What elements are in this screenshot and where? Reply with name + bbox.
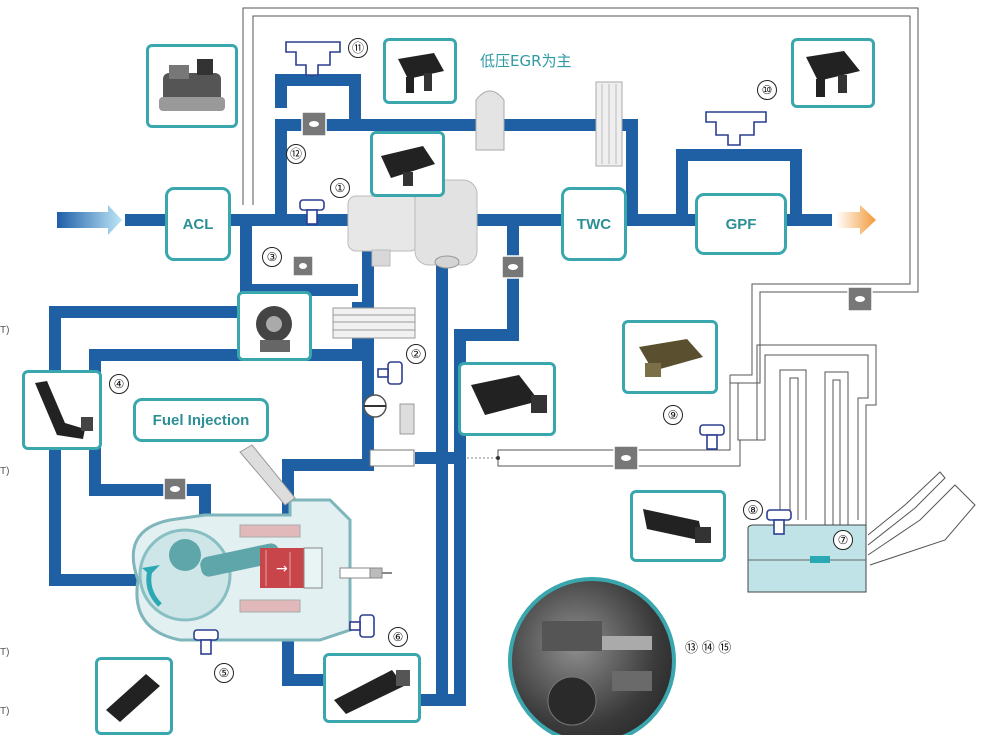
svg-text:→: → xyxy=(276,561,288,577)
edge-fragment: T) xyxy=(0,466,10,477)
marker-12: ⑫ xyxy=(286,144,306,164)
acl-box: ACL xyxy=(165,187,231,261)
egr-cooler xyxy=(475,90,505,151)
gpf-box: GPF xyxy=(695,193,787,255)
turbocharger xyxy=(347,179,478,269)
gpf-label: GPF xyxy=(725,215,757,233)
sensor-photo-8 xyxy=(630,490,726,562)
sensor-photo-map xyxy=(370,131,445,197)
marker-11: ⑪ xyxy=(348,38,368,58)
marker-1: ① xyxy=(330,178,350,198)
marker-4: ④ xyxy=(109,374,129,394)
sensor-icons xyxy=(193,41,792,655)
acl-label: ACL xyxy=(182,215,214,233)
sensor-photo-turbo-actuator xyxy=(237,291,312,361)
marker-2: ② xyxy=(406,344,426,364)
marker-5: ⑤ xyxy=(214,663,234,683)
edge-fragment: T) xyxy=(0,325,10,336)
sensor-photo-tank-pressure xyxy=(622,320,718,394)
twc-label: TWC xyxy=(576,215,612,233)
intake-arrow xyxy=(57,205,122,235)
marker-9: ⑨ xyxy=(663,405,683,425)
marker-10: ⑩ xyxy=(757,80,777,100)
edge-fragment: T) xyxy=(0,706,10,717)
intercooler xyxy=(332,307,416,339)
sensor-photo-5 xyxy=(95,657,173,735)
marker-7: ⑦ xyxy=(833,530,853,550)
fuel-injection-box: Fuel Injection xyxy=(133,398,269,442)
outer-return-pipe xyxy=(242,7,976,566)
edge-fragment: T) xyxy=(0,647,10,658)
lp-egr-cooler-fins xyxy=(595,81,623,167)
sensor-photo-pressure-1 xyxy=(383,38,457,104)
sensor-photo-egr-valve xyxy=(146,44,238,128)
twc-box: TWC xyxy=(561,187,627,261)
diagram-title: 低压EGR为主 xyxy=(480,52,572,70)
marker-6: ⑥ xyxy=(388,627,408,647)
fuel-injection-label: Fuel Injection xyxy=(152,411,250,429)
engine-cylinder: → xyxy=(131,444,392,642)
exhaust-arrow xyxy=(836,205,876,235)
marker-3: ③ xyxy=(262,247,282,267)
sensor-photo-pressure-exhaust xyxy=(458,362,556,436)
sensor-photo-6 xyxy=(323,653,421,723)
marker-8: ⑧ xyxy=(743,500,763,520)
engine-bay-photo xyxy=(508,577,676,735)
markers-13-14-15: ⑬ ⑭ ⑮ xyxy=(685,640,732,655)
sensor-photo-pedal xyxy=(22,370,102,450)
sensor-photo-pressure-10 xyxy=(791,38,875,108)
